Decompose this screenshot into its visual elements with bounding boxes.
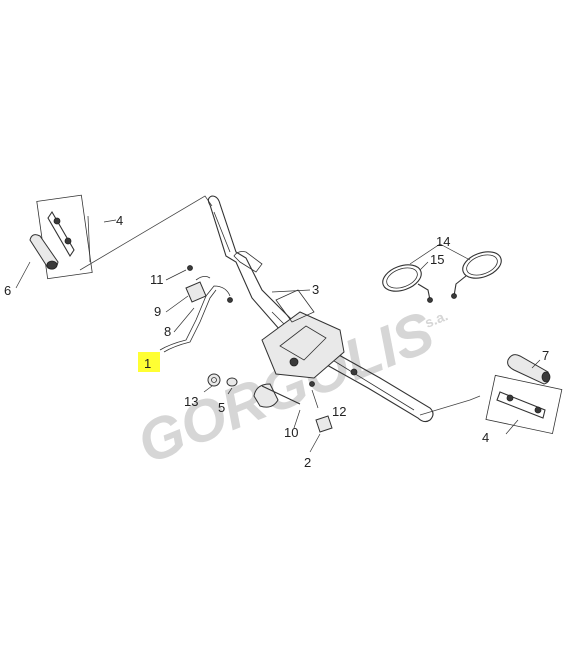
callout-5: 5	[218, 400, 225, 415]
mirror-left	[382, 264, 433, 303]
handlebar	[207, 195, 434, 423]
callout-8: 8	[164, 324, 171, 339]
left-throttle-box	[36, 194, 93, 280]
right-grip-assembly	[485, 354, 563, 435]
right-throttle-box	[485, 374, 563, 435]
screw-12	[309, 381, 315, 387]
callout-3: 3	[312, 282, 319, 297]
screw-11	[187, 265, 193, 271]
washer-5	[226, 377, 238, 387]
watermark-suffix: s.a.	[422, 307, 450, 331]
callout-15: 15	[430, 252, 444, 267]
mirror-right	[451, 251, 502, 299]
callout-7: 7	[542, 348, 549, 363]
callout-1-highlight	[138, 352, 160, 372]
bolt-10	[261, 385, 301, 405]
callout-14: 14	[436, 234, 450, 249]
callout-11: 11	[150, 272, 164, 287]
hardware	[207, 373, 333, 433]
callout-12: 12	[332, 404, 346, 419]
left-throttle-tube	[47, 210, 75, 258]
handlebar-stem	[261, 311, 345, 379]
callout-4-right: 4	[482, 430, 489, 445]
callout-9: 9	[154, 304, 161, 319]
left-grip-assembly	[29, 194, 93, 280]
callout-13: 13	[184, 394, 198, 409]
callout-2: 2	[304, 455, 311, 470]
nut-13	[207, 373, 221, 387]
callout-4-left: 4	[116, 213, 123, 228]
brake-cable	[159, 285, 231, 351]
callout-1: 1	[144, 356, 151, 371]
callout-10: 10	[284, 425, 298, 440]
brake-cable-assembly	[159, 265, 233, 353]
switch-2	[315, 415, 333, 433]
bolt-base-10	[253, 383, 279, 408]
handlebar-tube	[207, 195, 434, 423]
leader-lines	[15, 219, 541, 453]
brake-master-cylinder	[185, 281, 207, 303]
callouts: 1 2 3 4 4 5 6 7 8 9 10 11 12 13 14 15	[4, 213, 549, 470]
right-throttle-tube	[496, 391, 546, 419]
callout-6: 6	[4, 283, 11, 298]
